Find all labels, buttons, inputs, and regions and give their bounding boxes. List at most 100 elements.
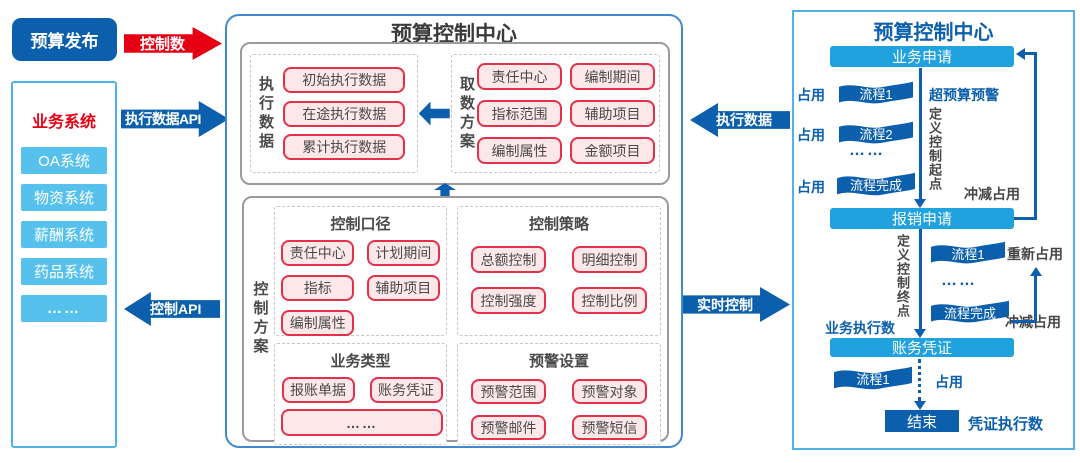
fetch-plan-item: 编制期间	[570, 63, 655, 90]
control-strategy-title: 控制策略	[528, 216, 589, 233]
define-control-end-label: 定义控制终点	[895, 234, 910, 318]
control-plan-section: 控制方案 控制口径 责任中心 计划期间 指标 辅助项目 编制属性 控制策略	[242, 196, 669, 445]
flag-icon	[931, 300, 1009, 323]
flow-done-ribbon-right: 流程完成	[930, 299, 1010, 325]
occupy-label: 占用	[935, 374, 963, 390]
connector-line	[1034, 275, 1037, 323]
system-item-more: ……	[21, 295, 107, 322]
control-strategy-item: 控制比例	[572, 287, 647, 314]
warning-settings-group: 预警设置 预警范围 预警对象 预警邮件 预警短信	[457, 343, 661, 445]
business-type-more: ……	[281, 409, 443, 436]
connector-line	[919, 68, 922, 199]
execution-data-label: 执行数据	[257, 75, 274, 152]
arrowhead-down-icon	[914, 401, 926, 410]
re-occupy-label: 重新占用	[1007, 246, 1063, 262]
offset-occupy-label: 冲减占用	[964, 186, 1020, 202]
business-type-title: 业务类型	[330, 353, 391, 370]
fetch-plan-item: 责任中心	[477, 63, 562, 90]
fetch-plan-item: 金额项目	[570, 137, 655, 164]
connector-line-dotted	[918, 359, 921, 401]
fetch-plan-item: 编制属性	[477, 137, 562, 164]
connector-line	[1034, 52, 1037, 220]
arrowhead-left-icon	[1016, 48, 1025, 60]
control-strategy-item: 明细控制	[572, 246, 647, 273]
flow-ribbon-1-bottom: 流程1	[833, 365, 913, 392]
business-systems-list: OA系统 物资系统 薪酬系统 药品系统 ……	[21, 147, 107, 322]
budget-control-center-panel: 预算控制中心 执行数据 初始执行数据 在途执行数据 累计执行数据 取数方案 责任…	[225, 14, 683, 448]
warning-settings-item: 预警范围	[471, 379, 546, 404]
control-api-arrow: 控制API	[124, 292, 220, 326]
arrowhead-up-icon	[1030, 267, 1042, 276]
control-caliber-item: 指标	[281, 275, 355, 301]
data-section: 执行数据 初始执行数据 在途执行数据 累计执行数据 取数方案 责任中心 编制期间…	[240, 42, 670, 185]
execution-data-group: 执行数据 初始执行数据 在途执行数据 累计执行数据	[250, 54, 418, 173]
warning-settings-title: 预警设置	[528, 353, 589, 370]
connector-line	[1014, 217, 1037, 220]
business-systems-panel: 业务系统 OA系统 物资系统 薪酬系统 药品系统 ……	[11, 81, 117, 448]
fetch-plan-item: 辅助项目	[570, 100, 655, 127]
arrowhead-down-icon	[914, 329, 926, 338]
execution-data-item: 初始执行数据	[283, 67, 406, 94]
control-caliber-item: 计划期间	[366, 240, 440, 266]
flow-ribbon-1: 流程1	[838, 80, 914, 106]
fetch-plan-group: 取数方案 责任中心 编制期间 指标范围 辅助项目 编制属性 金额项目	[451, 54, 660, 173]
flag-icon	[838, 121, 914, 144]
connector-line	[1023, 52, 1037, 55]
control-strategy-group: 控制策略 总额控制 明细控制 控制强度 控制比例	[457, 206, 661, 336]
left-arrow-icon	[418, 101, 450, 126]
over-budget-warning-label: 超预算预警	[929, 87, 999, 103]
occupy-label: 占用	[797, 87, 825, 103]
control-strategy-item: 控制强度	[471, 287, 546, 314]
warning-settings-item: 预警对象	[572, 379, 647, 404]
control-count-arrow: 控制数	[124, 27, 222, 60]
warning-settings-item: 预警邮件	[471, 415, 546, 440]
realtime-control-arrow: 实时控制	[683, 287, 790, 322]
budget-publish-box: 预算发布	[12, 18, 117, 61]
flow-ribbon-2: 流程2	[838, 120, 914, 146]
execution-data-item: 在途执行数据	[283, 100, 406, 127]
system-item: 物资系统	[21, 184, 107, 211]
reimburse-apply-bar: 报销申请	[830, 208, 1014, 229]
execution-data-item: 累计执行数据	[283, 133, 406, 160]
occupy-label: 占用	[797, 179, 825, 195]
budget-control-center-title: 预算控制中心	[391, 23, 517, 46]
flow-ribbon-1-right: 流程1	[930, 240, 1006, 266]
connector-line	[1011, 320, 1037, 323]
voucher-bar: 账务凭证	[830, 338, 1014, 357]
end-box: 结束	[885, 410, 959, 432]
control-caliber-item: 编制属性	[281, 310, 355, 336]
system-item: 薪酬系统	[21, 221, 107, 248]
flag-icon	[834, 366, 912, 390]
flag-icon	[838, 81, 914, 104]
occupy-label: 占用	[797, 127, 825, 143]
exec-data-arrow: 执行数据	[690, 103, 790, 137]
control-caliber-group: 控制口径 责任中心 计划期间 指标 辅助项目 编制属性	[274, 206, 447, 336]
warning-settings-item: 预警短信	[572, 415, 647, 440]
biz-exec-count-label: 业务执行数	[825, 320, 895, 336]
ellipsis-dots: ……	[941, 272, 977, 289]
fetch-plan-item: 指标范围	[477, 100, 562, 127]
fetch-plan-label: 取数方案	[458, 75, 475, 152]
connector-line	[919, 229, 922, 329]
control-strategy-item: 总额控制	[471, 246, 546, 273]
flag-icon	[837, 172, 915, 196]
budget-control-flow-panel: 预算控制中心 业务申请 占用 流程1 占用 流程2 …… 占用 流程完成 超预算…	[792, 10, 1075, 450]
system-item: OA系统	[21, 147, 107, 174]
budget-control-flow-title: 预算控制中心	[873, 22, 994, 44]
define-control-start-label: 定义控制起点	[927, 107, 942, 191]
control-caliber-title: 控制口径	[330, 216, 391, 233]
voucher-exec-count-label: 凭证执行数	[968, 416, 1044, 433]
system-item: 药品系统	[21, 258, 107, 285]
business-type-group: 业务类型 报账单据 账务凭证 ……	[274, 343, 447, 445]
business-type-item: 账务凭证	[369, 377, 443, 403]
business-apply-bar: 业务申请	[830, 46, 1014, 67]
arrowhead-down-icon	[914, 199, 926, 208]
business-type-item: 报账单据	[281, 377, 355, 403]
business-systems-title: 业务系统	[31, 114, 96, 131]
control-caliber-item: 辅助项目	[366, 275, 440, 301]
flow-done-ribbon: 流程完成	[836, 171, 916, 198]
flag-icon	[930, 241, 1006, 264]
control-plan-label: 控制方案	[251, 281, 269, 357]
exec-data-api-arrow: 执行数据API	[121, 101, 229, 137]
